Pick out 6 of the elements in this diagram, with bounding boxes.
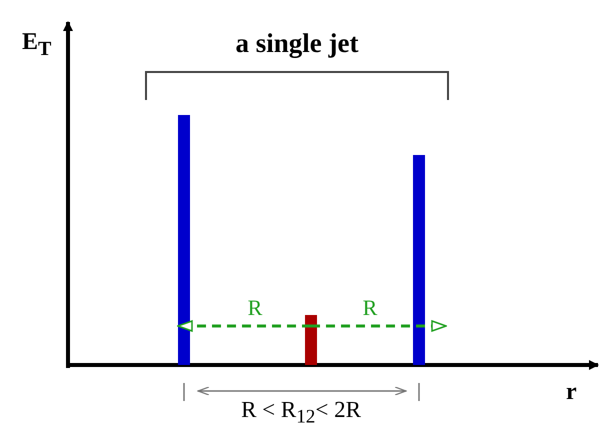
axis-label: E$_{T}$ — [22, 30, 52, 59]
dimension-label: R — [248, 297, 262, 319]
dimension-label: R — [362, 297, 378, 319]
bracket-label: a single jet — [236, 30, 358, 57]
axis-label: r — [566, 380, 577, 404]
dimension-label: R < R$_{12}$< 2R — [241, 398, 361, 427]
